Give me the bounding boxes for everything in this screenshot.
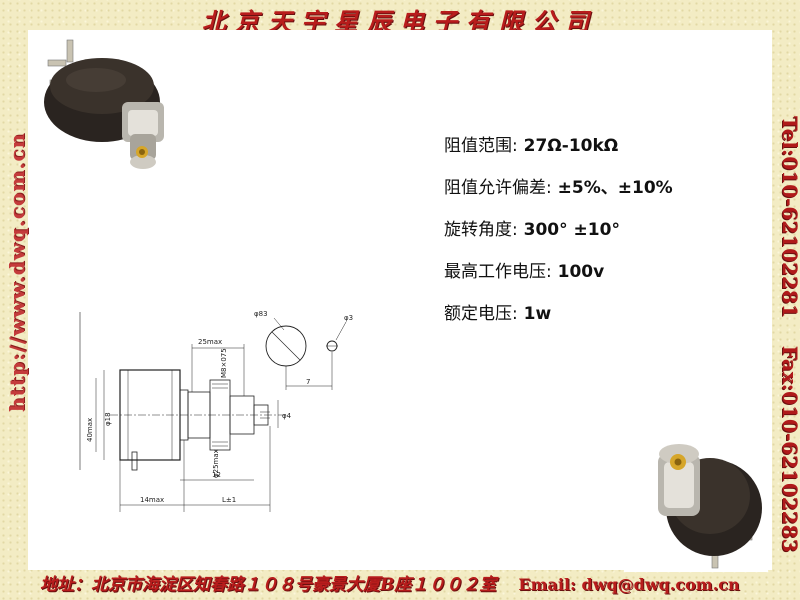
spec-value: 27Ω-10kΩ [517, 136, 619, 156]
fax-number: Fax:010-62102283 [778, 345, 800, 553]
dim-label: φ3 [344, 314, 353, 322]
spec-label: 最高工作电压: [444, 262, 552, 282]
dim-label: M8×075 [220, 348, 228, 378]
potentiometer-photo-top [30, 30, 178, 176]
dim-label: 14max [140, 496, 164, 504]
dim-label: 12 [212, 471, 221, 479]
footer-address-bar: 地址：北京市海淀区知春路１０８号豪景大厦B座１００２室 Email: dwq@dw… [40, 572, 760, 598]
address-text: 地址：北京市海淀区知春路１０８号豪景大厦B座１００２室 [40, 575, 497, 595]
dim-label: φ18 [104, 412, 112, 426]
spec-tolerance: 阻值允许偏差: ±5%、±10% [444, 173, 673, 215]
spec-resistance-range: 阻值范围: 27Ω-10kΩ [444, 131, 673, 173]
spec-value: 300° ±10° [517, 220, 620, 240]
dim-label: φ25max [212, 449, 220, 478]
contact-vertical: Tel:010-62102281Fax:010-62102283 [778, 102, 800, 552]
website-url-vertical: http://www.dwq.com.cn [5, 132, 29, 412]
dim-label: 7 [306, 378, 310, 386]
dimension-drawing: φ83 φ3 25max M8×075 φ18 40max φ25max φ4 … [74, 300, 394, 530]
spec-label: 旋转角度: [444, 220, 518, 240]
dim-label: 40max [86, 418, 94, 442]
spec-list: 阻值范围: 27Ω-10kΩ 阻值允许偏差: ±5%、±10% 旋转角度: 30… [444, 131, 673, 341]
spec-value: 100v [551, 262, 605, 282]
potentiometer-image [44, 39, 164, 169]
email-address: Email: dwq@dwq.com.cn [518, 575, 740, 594]
spec-max-voltage: 最高工作电压: 100v [444, 257, 673, 299]
dim-label: φ4 [282, 412, 292, 420]
spec-value: 1w [517, 304, 552, 324]
spec-label: 阻值允许偏差: [444, 178, 552, 198]
dim-label: φ83 [254, 310, 268, 318]
potentiometer-image [658, 444, 762, 569]
spec-label: 额定电压: [444, 304, 518, 324]
dim-label: 25max [198, 338, 222, 346]
spec-value: ±5%、±10% [551, 178, 673, 198]
telephone-number: Tel:010-62102281 [778, 116, 800, 318]
potentiometer-photo-bottom [624, 426, 768, 572]
dim-label: L±1 [222, 496, 236, 504]
spec-rated-power: 额定电压: 1w [444, 299, 673, 341]
drawing-svg: φ83 φ3 25max M8×075 φ18 40max φ25max φ4 … [79, 310, 353, 512]
spec-label: 阻值范围: [444, 136, 518, 156]
spec-rotation-angle: 旋转角度: 300° ±10° [444, 215, 673, 257]
